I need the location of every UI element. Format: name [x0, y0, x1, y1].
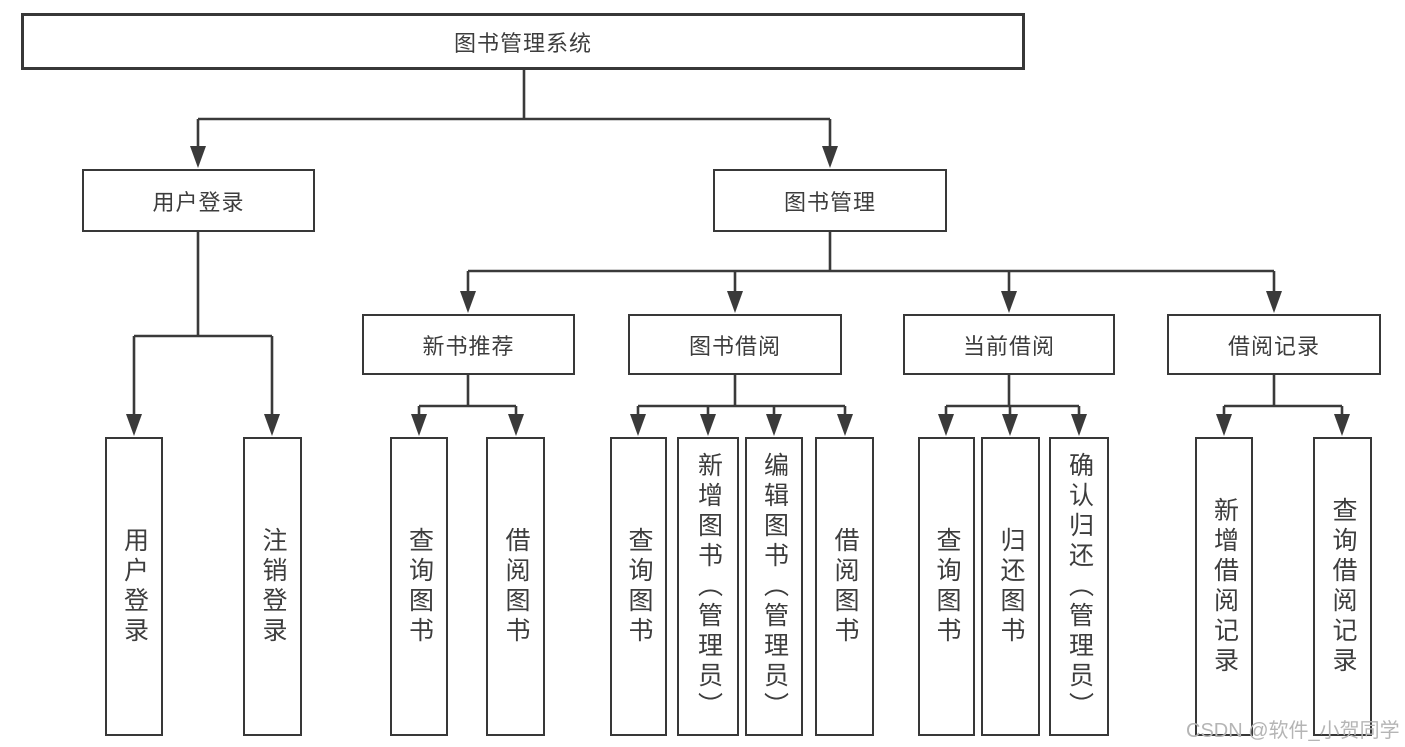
- node-user-login: 用户登录: [82, 169, 315, 232]
- node-leaf-borrow-books: 借阅图书: [815, 437, 874, 736]
- node-book-borrowing: 图书借阅: [628, 314, 842, 375]
- node-leaf-borrow-books-recommend: 借阅图书: [486, 437, 545, 736]
- node-leaf-add-borrow-record: 新增借阅记录: [1195, 437, 1253, 736]
- node-book-management: 图书管理: [713, 169, 947, 232]
- node-leaf-query-books-borrowing: 查询图书: [610, 437, 667, 736]
- node-leaf-logout: 注销登录: [243, 437, 302, 736]
- node-leaf-query-books-current: 查询图书: [918, 437, 975, 736]
- node-library-management-system: 图书管理系统: [21, 13, 1025, 70]
- node-new-book-recommend: 新书推荐: [362, 314, 575, 375]
- node-leaf-confirm-return-admin: 确认归还（管理员）: [1049, 437, 1109, 736]
- node-leaf-edit-books-admin: 编辑图书（管理员）: [745, 437, 803, 736]
- csdn-watermark: CSDN @软件_小贺同学: [1186, 720, 1400, 742]
- node-leaf-user-login: 用户登录: [105, 437, 163, 736]
- node-leaf-query-borrow-record: 查询借阅记录: [1313, 437, 1372, 736]
- node-current-borrowing: 当前借阅: [903, 314, 1115, 375]
- arrowheads: [126, 146, 1350, 436]
- node-borrowing-records: 借阅记录: [1167, 314, 1381, 375]
- node-leaf-return-books: 归还图书: [981, 437, 1040, 736]
- node-leaf-add-books-admin: 新增图书（管理员）: [677, 437, 739, 736]
- node-leaf-query-books-recommend: 查询图书: [390, 437, 448, 736]
